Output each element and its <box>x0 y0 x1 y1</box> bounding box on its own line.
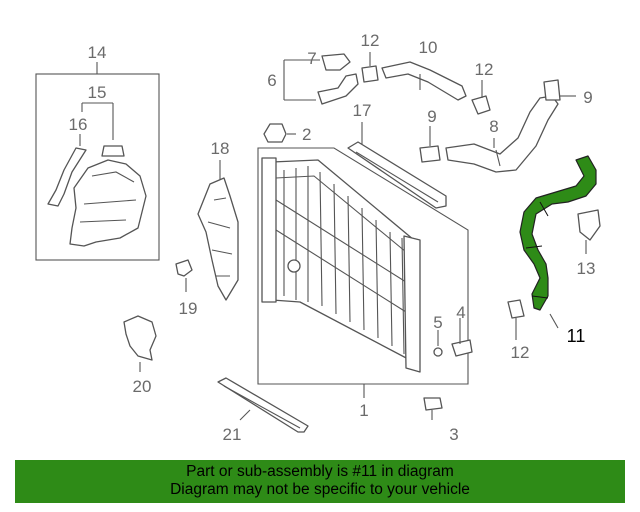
hose-clamp-part <box>419 145 441 163</box>
overflow-hose-part <box>47 147 87 207</box>
diagram-canvas: 1 2 3 4 5 6 7 8 9 9 10 11 12 12 12 13 14… <box>35 31 601 444</box>
callout-20: 20 <box>133 377 152 396</box>
callout-11: 11 <box>567 326 586 346</box>
info-banner: Part or sub-assembly is #11 in diagram D… <box>15 460 625 503</box>
radiator-left-tank-part <box>261 157 277 303</box>
callout-21: 21 <box>223 425 242 444</box>
callout-17: 17 <box>353 101 372 120</box>
reservoir-cap-part <box>101 145 125 157</box>
callout-7: 7 <box>307 49 316 68</box>
callout-8: 8 <box>489 117 498 136</box>
filler-neck-part <box>317 73 359 105</box>
lower-support-part <box>217 377 309 433</box>
callout-1: 1 <box>359 401 368 420</box>
filler-group <box>283 53 359 105</box>
callout-12-bottom: 12 <box>511 343 530 362</box>
callout-10: 10 <box>419 38 438 57</box>
mount-3-part <box>423 397 443 411</box>
parts-diagram: 1 2 3 4 5 6 7 8 9 9 10 11 12 12 12 13 14… <box>35 31 601 444</box>
radiator-cap-part <box>321 53 351 71</box>
callout-15: 15 <box>88 83 107 102</box>
radiator-group <box>257 147 469 398</box>
reservoir-hose-clamp-part <box>361 65 379 83</box>
shield-20-part <box>123 315 157 361</box>
lower-radiator-hose-part <box>519 155 597 311</box>
callout-3: 3 <box>449 425 458 444</box>
callout-18: 18 <box>211 139 230 158</box>
reservoir-group <box>35 62 160 261</box>
radiator-group-frame <box>257 147 469 385</box>
banner-line-1: Part or sub-assembly is #11 in diagram <box>186 463 454 480</box>
clip-19-part <box>175 259 193 277</box>
bracket-2-part <box>263 123 287 143</box>
washer-5-part <box>433 347 443 357</box>
banner-line-2: Diagram may not be specific to your vehi… <box>170 481 470 498</box>
callout-4: 4 <box>456 303 465 322</box>
callout-13: 13 <box>577 259 596 278</box>
callout-2: 2 <box>302 125 311 144</box>
bracket-13-part <box>577 209 601 241</box>
callout-12-mid: 12 <box>475 60 494 79</box>
reservoir-hose-group <box>361 61 467 101</box>
leader-lines <box>139 52 587 421</box>
callout-19: 19 <box>179 299 198 318</box>
upper-hose-group <box>419 79 561 173</box>
reservoir-tank-part <box>69 159 147 247</box>
side-seal-part <box>197 177 239 301</box>
callout-16: 16 <box>69 115 88 134</box>
callout-5: 5 <box>433 313 442 332</box>
clamp-12-lower-part <box>507 299 525 319</box>
radiator-right-tank-part <box>403 235 421 373</box>
callout-9-mid: 9 <box>427 107 436 126</box>
drain-4-part <box>451 339 473 357</box>
callout-6: 6 <box>267 71 276 90</box>
callout-14: 14 <box>88 43 107 62</box>
reservoir-hose-part <box>381 61 467 101</box>
callout-9-top: 9 <box>583 88 592 107</box>
callout-12-top: 12 <box>361 31 380 50</box>
hose-clamp-top-part <box>543 79 561 101</box>
upper-hose-part <box>445 95 559 173</box>
hose-clamp-small-part <box>471 95 491 115</box>
